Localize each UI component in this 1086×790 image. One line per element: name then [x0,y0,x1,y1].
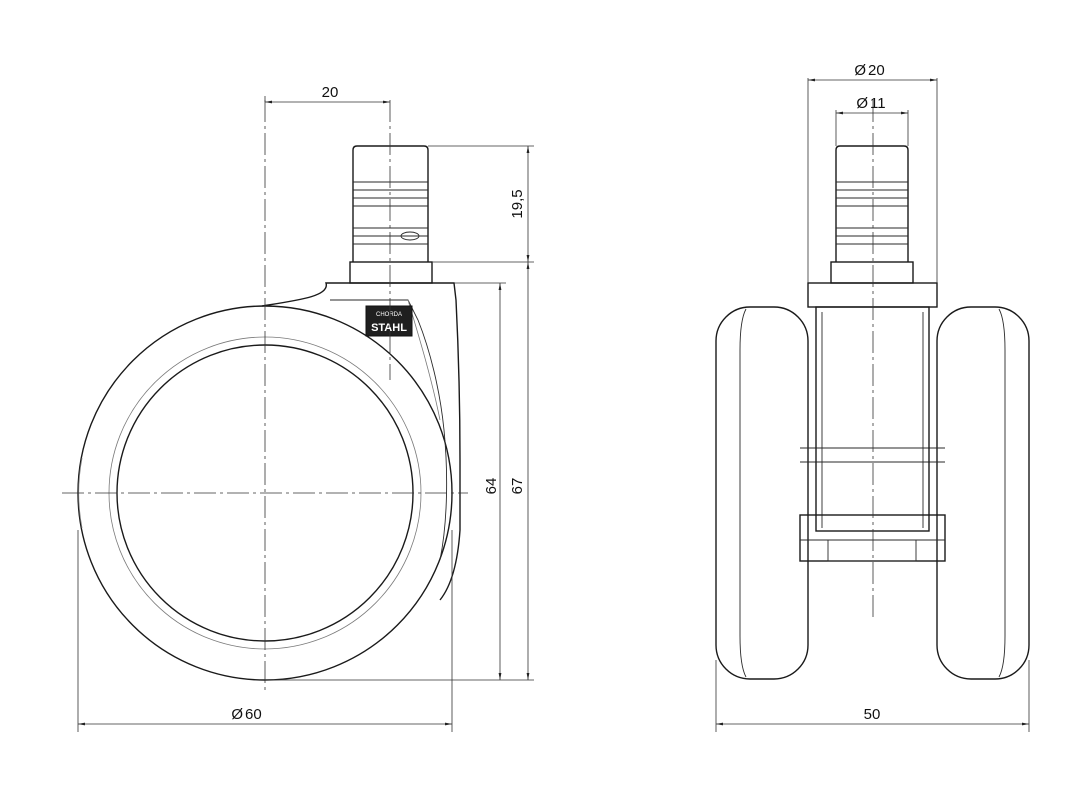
dim-wheel-height-total: 67 [509,478,526,495]
dim-wheel-diameter-symbol: Ø [231,706,243,723]
dim-wheel-diameter: 60 [245,706,262,723]
fork-foot-inner [827,539,917,562]
front-stem-base [830,261,914,284]
dim-stem-offset: 20 [322,84,339,101]
dim-total-width: 50 [864,706,881,723]
stem-base [349,261,433,284]
front-stem-body [835,145,909,262]
left-tyre-inner-edge [739,308,747,678]
right-tyre [936,306,1030,680]
dim-stem-inner-diameter-symbol: Ø [856,95,868,112]
stem-ring [400,231,420,241]
right-tyre-inner-edge [998,308,1006,678]
fork-inner-line [330,299,448,561]
dim-stem-height: 19,5 [509,189,526,218]
fork-edge-line [407,299,441,421]
fork-column [815,306,930,532]
fork-body [807,282,938,308]
brand-logo: CHORDA STAHL [365,305,413,337]
stem-body [352,145,429,262]
dim-stem-inner-diameter: 11 [870,95,886,112]
dim-stem-outer-diameter-symbol: Ø [854,62,866,79]
left-tyre [715,306,809,680]
brand-logo-text: STAHL [371,322,407,334]
dim-stem-outer-diameter: 20 [868,62,885,79]
front-view: Ø 20 Ø 11 50 [715,62,1030,732]
side-view: CHORDA STAHL 20 19,5 64 67 Ø 60 [62,84,534,732]
brand-logo-small-text: CHORDA [376,312,402,318]
fork-housing [261,282,461,601]
dim-wheel-height-inner: 64 [483,478,500,495]
